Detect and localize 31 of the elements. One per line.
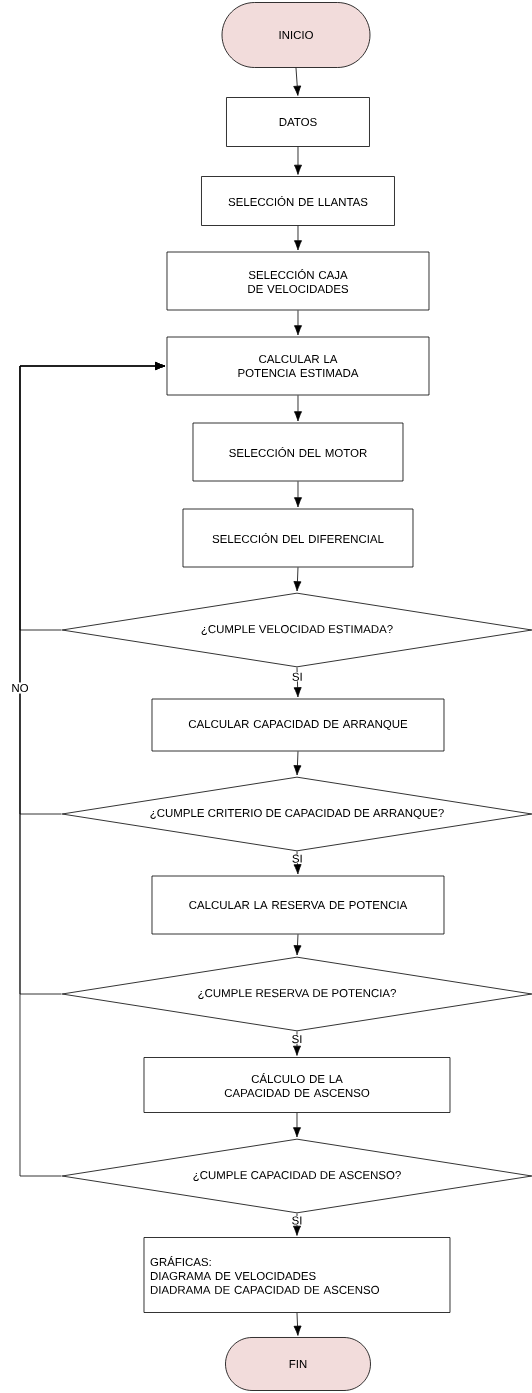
edge-label: SI — [291, 1215, 303, 1226]
edge-label: SI — [291, 854, 304, 864]
arrow — [293, 1112, 301, 1138]
arrow — [294, 146, 302, 175]
arrow — [294, 395, 302, 422]
arrow — [293, 1031, 301, 1056]
arrow — [293, 751, 302, 776]
arrow — [294, 481, 302, 508]
process-box: DATOS — [226, 97, 370, 147]
process-box: CÁLCULO DE LA CAPACIDAD DE ASCENSO — [143, 1057, 451, 1113]
arrow — [293, 934, 302, 956]
edge-label: NO — [9, 682, 31, 694]
arrow — [293, 1312, 302, 1336]
arrow — [293, 1213, 301, 1236]
process-box: CALCULAR CAPACIDAD DE ARRANQUE — [151, 698, 445, 752]
output-box: GRÁFICAS: DIAGRAMA DE VELOCIDADES DIADRAMA DE CAPACIDAD DE ASCENSO — [143, 1237, 451, 1313]
arrow — [293, 67, 302, 96]
edge-label: SI — [291, 672, 304, 682]
process-box: SELECCIÓN DE LLANTAS — [201, 176, 395, 226]
arrow — [294, 310, 302, 336]
process-box: SELECCIÓN DEL DIFERENCIAL — [182, 508, 414, 568]
arrow — [293, 567, 302, 592]
edge-label: SI — [291, 1034, 303, 1044]
arrow — [19, 362, 166, 1177]
arrow — [294, 225, 302, 251]
process-box: CALCULAR LA POTENCIA ESTIMADA — [166, 336, 430, 396]
arrow — [293, 851, 302, 875]
process-box: SELECCIÓN CAJA DE VELOCIDADES — [166, 251, 430, 311]
arrow — [293, 667, 302, 698]
process-box: SELECCIÓN DEL MOTOR — [192, 422, 404, 482]
process-box: CALCULAR LA RESERVA DE POTENCIA — [151, 875, 445, 935]
